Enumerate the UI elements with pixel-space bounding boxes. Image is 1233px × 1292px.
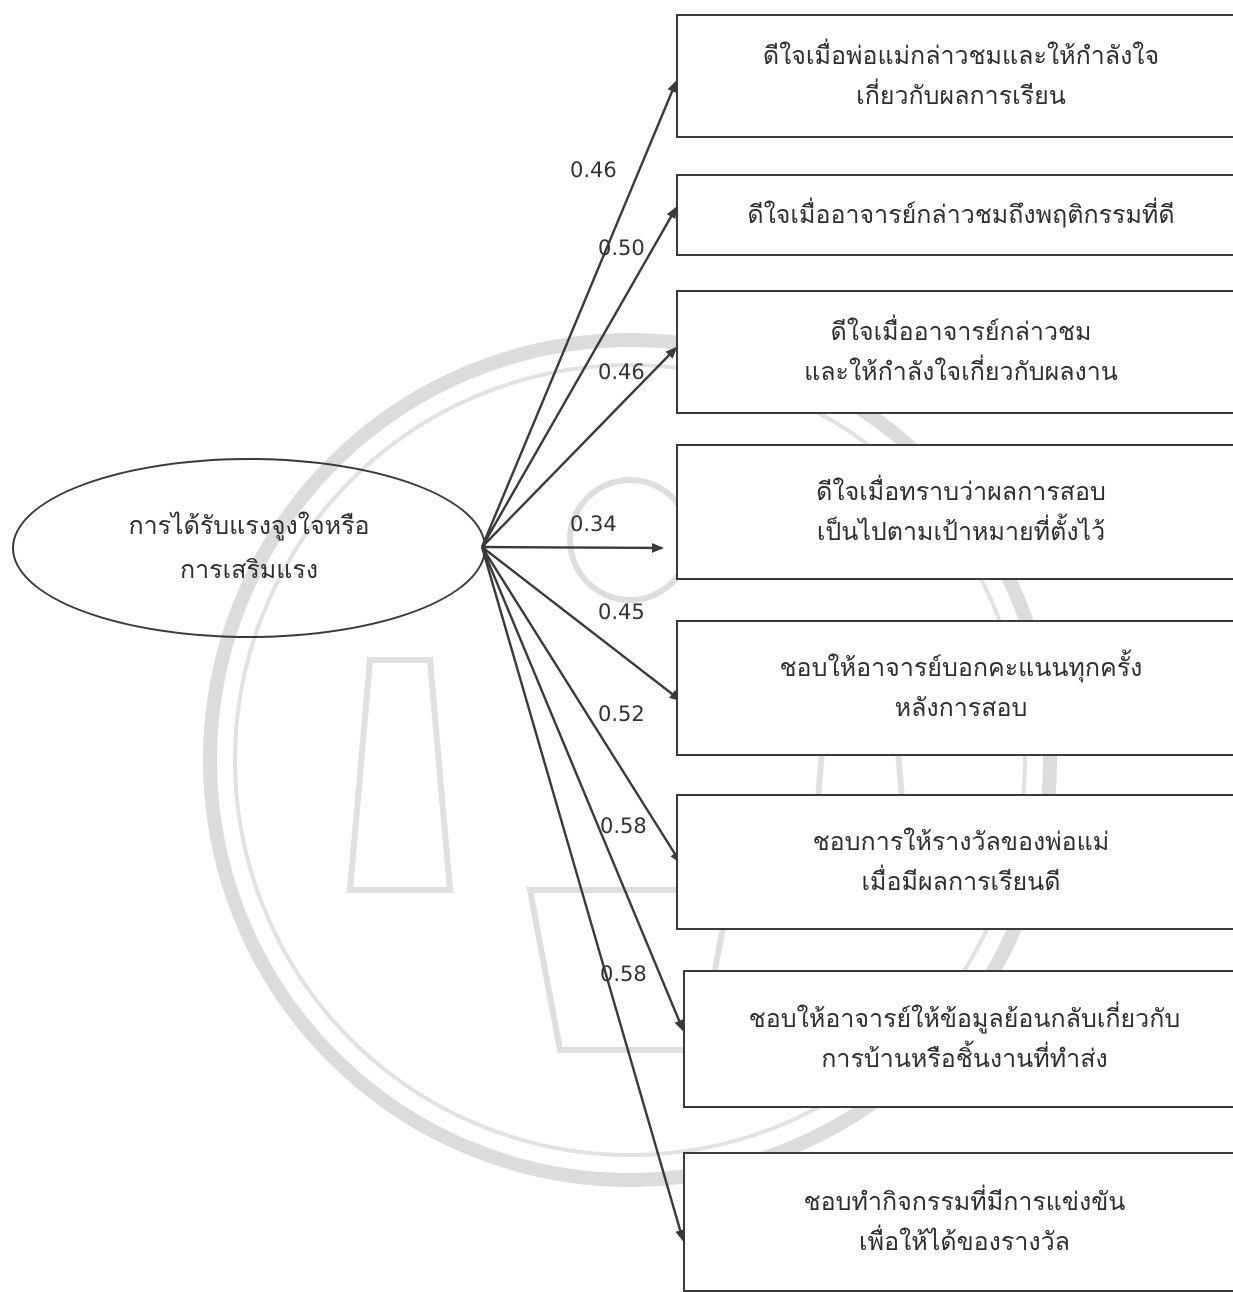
indicator-box-7: ชอบให้อาจารย์ให้ข้อมูลย้อนกลับเกี่ยวกับ …	[683, 970, 1233, 1108]
loading-label-8: 0.58	[600, 962, 647, 986]
indicator-8-line-1: ชอบทำกิจกรรมที่มีการแข่งขัน	[803, 1187, 1126, 1216]
indicator-7-line-1: ชอบให้อาจารย์ให้ข้อมูลย้อนกลับเกี่ยวกับ	[748, 1004, 1181, 1033]
indicator-6-line-2: เมื่อมีผลการเรียนดี	[861, 867, 1061, 896]
path-arrow-6	[480, 546, 682, 864]
loading-label-2: 0.50	[598, 236, 645, 260]
loading-label-1: 0.46	[570, 158, 617, 182]
indicator-box-6: ชอบการให้รางวัลของพ่อแม่ เมื่อมีผลการเรี…	[676, 794, 1233, 930]
indicator-4-line-1: ดีใจเมื่อทราบว่าผลการสอบ	[816, 477, 1106, 506]
path-arrow-2	[480, 206, 678, 548]
indicator-5-line-2: หลังการสอบ	[894, 693, 1028, 722]
indicator-box-8: ชอบทำกิจกรรมที่มีการแข่งขัน เพื่อให้ได้ข…	[683, 1152, 1233, 1292]
path-arrow-1	[480, 80, 678, 548]
indicator-box-4: ดีใจเมื่อทราบว่าผลการสอบ เป็นไปตามเป้าหม…	[676, 444, 1233, 580]
loading-label-4: 0.34	[570, 512, 617, 536]
loading-label-7: 0.58	[600, 814, 647, 838]
indicator-box-3: ดีใจเมื่ออาจารย์กล่าวชม และให้กำลังใจเกี…	[676, 290, 1233, 414]
path-arrow-3	[481, 346, 678, 548]
indicator-1-line-2: เกี่ยวกับผลการเรียน	[856, 81, 1066, 110]
indicator-3-line-2: และให้กำลังใจเกี่ยวกับผลงาน	[804, 357, 1118, 386]
indicator-3-line-1: ดีใจเมื่ออาจารย์กล่าวชม	[830, 317, 1092, 346]
path-arrow-5	[481, 546, 682, 702]
latent-label-line-1: การได้รับแรงจูงใจหรือ	[128, 511, 370, 541]
path-arrow-4	[481, 542, 664, 553]
path-arrow-8	[480, 546, 686, 1242]
latent-label-line-2: การเสริมแรง	[179, 555, 319, 584]
indicator-box-1: ดีใจเมื่อพ่อแม่กล่าวชมและให้กำลังใจ เกี่…	[676, 14, 1233, 138]
indicator-1-line-1: ดีใจเมื่อพ่อแม่กล่าวชมและให้กำลังใจ	[762, 41, 1160, 70]
indicator-7-line-2: การบ้านหรือชิ้นงานที่ทำส่ง	[821, 1044, 1108, 1073]
indicator-box-2: ดีใจเมื่ออาจารย์กล่าวชมถึงพฤติกรรมที่ดี	[676, 174, 1233, 256]
indicator-2-line-1: ดีใจเมื่ออาจารย์กล่าวชมถึงพฤติกรรมที่ดี	[747, 200, 1175, 229]
indicator-8-line-2: เพื่อให้ได้ของรางวัล	[859, 1227, 1070, 1256]
path-arrow-7	[480, 546, 685, 1032]
loading-label-5: 0.45	[598, 600, 645, 624]
loading-label-3: 0.46	[598, 360, 645, 384]
indicator-4-line-2: เป็นไปตามเป้าหมายที่ตั้งไว้	[816, 517, 1106, 546]
loading-label-6: 0.52	[598, 702, 645, 726]
indicator-box-5: ชอบให้อาจารย์บอกคะแนนทุกครั้ง หลังการสอบ	[676, 620, 1233, 756]
indicator-5-line-1: ชอบให้อาจารย์บอกคะแนนทุกครั้ง	[779, 653, 1143, 682]
indicator-6-line-1: ชอบการให้รางวัลของพ่อแม่	[812, 827, 1110, 856]
latent-variable-ellipse: การได้รับแรงจูงใจหรือ การเสริมแรง	[12, 458, 486, 638]
